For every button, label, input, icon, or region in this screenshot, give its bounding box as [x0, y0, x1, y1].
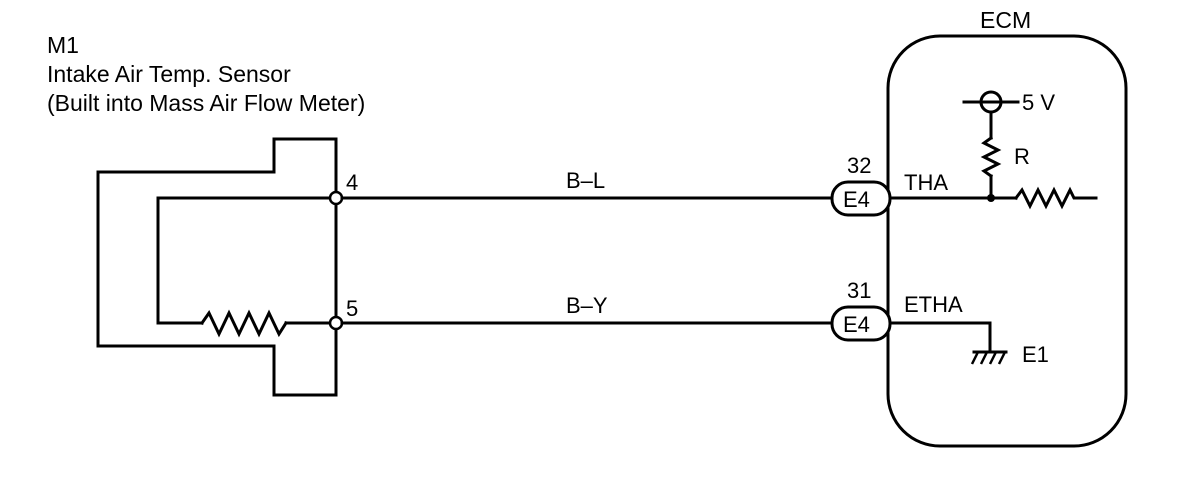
connector-e4-bottom-id: E4	[843, 312, 870, 337]
wire-b-l-label: B–L	[566, 168, 605, 193]
sensor-housing-outline	[96, 137, 338, 397]
ecm-title: ECM	[980, 7, 1031, 33]
sensor-name-label: Intake Air Temp. Sensor	[47, 61, 291, 87]
pullup-resistor-r	[980, 135, 1002, 179]
thermistor-resistor	[199, 309, 289, 338]
ground-e1-label: E1	[1022, 342, 1049, 367]
terminal-4	[328, 190, 344, 206]
wire-b-y-label: B–Y	[566, 293, 608, 318]
etha-ground-wire	[888, 321, 992, 354]
pin-5-label: 5	[346, 296, 358, 321]
terminal-5	[328, 315, 344, 331]
ground-icon	[970, 351, 1007, 365]
supply-5v-label: 5 V	[1022, 90, 1055, 115]
connector-pin-31-label: 31	[847, 278, 871, 303]
sensor-note-label: (Built into Mass Air Flow Meter)	[47, 90, 365, 116]
tha-label: THA	[904, 170, 948, 195]
resistor-r-label: R	[1014, 144, 1030, 169]
connector-pin-32-label: 32	[847, 153, 871, 178]
tha-internal-resistor	[1013, 186, 1098, 210]
sensor-id-label: M1	[47, 32, 79, 58]
connector-e4-top-id: E4	[843, 187, 870, 212]
ecm-box	[886, 34, 1128, 448]
sensor-internal-wire	[156, 196, 336, 325]
etha-label: ETHA	[904, 292, 963, 317]
pin-4-label: 4	[346, 170, 358, 195]
